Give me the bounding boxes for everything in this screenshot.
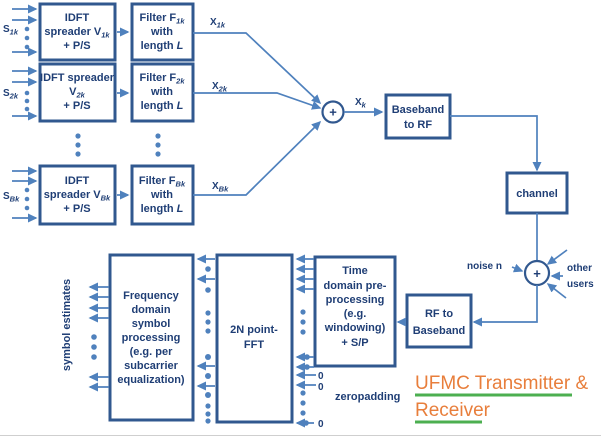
time-line3: processing <box>326 294 385 306</box>
input-arrows <box>12 4 38 57</box>
filter-2-line2: with <box>150 86 173 98</box>
fft-to-freq-arrows <box>196 254 215 424</box>
title-line2: Receiver <box>415 400 491 421</box>
rf-line2: Baseband <box>413 325 466 337</box>
tx-row-1: S1k IDFT spreader V1k + P/S Filter F1k w… <box>3 2 322 105</box>
time-to-fft-arrows <box>295 254 314 372</box>
freq-line4: processing <box>122 332 181 344</box>
baseband-to-rf-box <box>384 93 452 140</box>
rx-adder-plus: + <box>533 266 541 281</box>
rx-adder: + <box>523 259 551 287</box>
input-arrows <box>12 166 38 223</box>
title-underline-2 <box>415 420 482 424</box>
row-ellipsis-dots <box>75 133 161 157</box>
filter-1-line2: with <box>150 26 173 38</box>
input-arrows <box>12 66 38 121</box>
other-users-arrows <box>546 249 568 299</box>
input-label-s1k: S1k <box>3 24 19 37</box>
tx-row-2: S2k IDFT spreader V2k + P/S Filter F2k w… <box>3 62 322 123</box>
freq-line1: Frequency <box>123 290 180 302</box>
filter-1-line3: length L <box>141 40 184 52</box>
freq-line2: domain <box>131 304 170 316</box>
filter-2-line3: length L <box>141 100 184 112</box>
time-line6: + S/P <box>341 337 368 349</box>
freq-line6: subcarrier <box>124 360 179 372</box>
rf-line1: RF to <box>425 308 453 320</box>
idft-2-line2: V2k <box>69 86 86 100</box>
zeropadding-label: zeropadding <box>335 391 400 403</box>
title-underline-1 <box>415 393 572 397</box>
freq-line3: symbol <box>132 318 171 330</box>
idft-spreader-1-box <box>38 2 117 62</box>
idft-b-line2: spreader VBk <box>44 189 111 203</box>
idft-2-line1: IDFT spreader <box>40 72 115 84</box>
freq-line5: (e.g. per <box>130 346 174 358</box>
time-line1: Time <box>342 265 367 277</box>
output-label-xbk: XBk <box>212 181 229 194</box>
filter-b-line1: Filter FBk <box>139 175 186 189</box>
idft-1-line2: spreader V1k <box>44 26 110 40</box>
zeropadding-arrows <box>295 370 316 428</box>
baseband-to-channel-line <box>450 115 542 172</box>
freq-domain-box <box>108 253 195 422</box>
fft-line2: FFT <box>244 339 264 351</box>
idft-2-line3: + P/S <box>63 100 90 112</box>
idft-b-line1: IDFT <box>65 175 90 187</box>
tx-row-3: SBk IDFT spreader VBk + P/S Filter FBk w… <box>3 120 322 226</box>
noise-label: noise n <box>467 261 502 272</box>
idft-spreader-2-box <box>38 62 117 123</box>
filter-1-box <box>130 2 195 62</box>
output-label-x1k: X1k <box>210 17 226 30</box>
zero-label-3: 0 <box>318 419 324 430</box>
fft-box <box>215 253 294 424</box>
time-domain-box <box>313 255 397 368</box>
baseband-line2: to RF <box>404 119 432 131</box>
diagram-title: UFMC Transmitter & Receiver <box>415 373 588 424</box>
title-line1: UFMC Transmitter & <box>415 373 588 394</box>
filter-2-box <box>130 62 195 123</box>
input-label-s2k: S2k <box>3 88 19 101</box>
filter-b-line2: with <box>150 189 173 201</box>
output-label-x2k: X2k <box>212 81 228 94</box>
time-line4: (e.g. <box>344 308 367 320</box>
symbol-output-arrows <box>88 282 109 392</box>
freq-line7: equalization) <box>117 374 185 386</box>
rf-to-baseband-box <box>405 293 473 349</box>
filter-1-line1: Filter F1k <box>139 12 185 26</box>
other-users-label-1: other <box>567 263 592 274</box>
noise-arrow <box>511 263 524 273</box>
adder-to-rf-line <box>472 285 538 327</box>
idft-spreader-b-box <box>38 164 117 226</box>
x2k-line <box>193 92 322 110</box>
idft-1-line1: IDFT <box>65 12 90 24</box>
idft-1-line3: + P/S <box>63 40 90 52</box>
baseband-line1: Baseband <box>392 104 445 116</box>
other-users-label-2: users <box>567 279 594 290</box>
fft-line1: 2N point- <box>230 324 278 336</box>
filter-b-line3: length L <box>141 203 184 215</box>
x1k-line <box>193 32 322 105</box>
tx-adder-plus: + <box>329 105 337 120</box>
channel-label: channel <box>516 188 558 200</box>
idft-b-line3: + P/S <box>63 203 90 215</box>
zero-label-1: 0 <box>318 371 324 382</box>
sum-output-label-xk: Xk <box>355 97 367 110</box>
input-label-sbk: SBk <box>3 191 20 204</box>
symbol-estimates-label: symbol estimates <box>61 279 73 371</box>
xbk-line <box>193 120 322 196</box>
time-line2: domain pre- <box>324 280 387 292</box>
tx-adder: + <box>321 100 345 124</box>
filter-2-line1: Filter F2k <box>139 72 185 86</box>
channel-box <box>505 171 569 215</box>
zero-label-2: 0 <box>318 382 324 393</box>
time-line5: windowing) <box>324 322 386 334</box>
